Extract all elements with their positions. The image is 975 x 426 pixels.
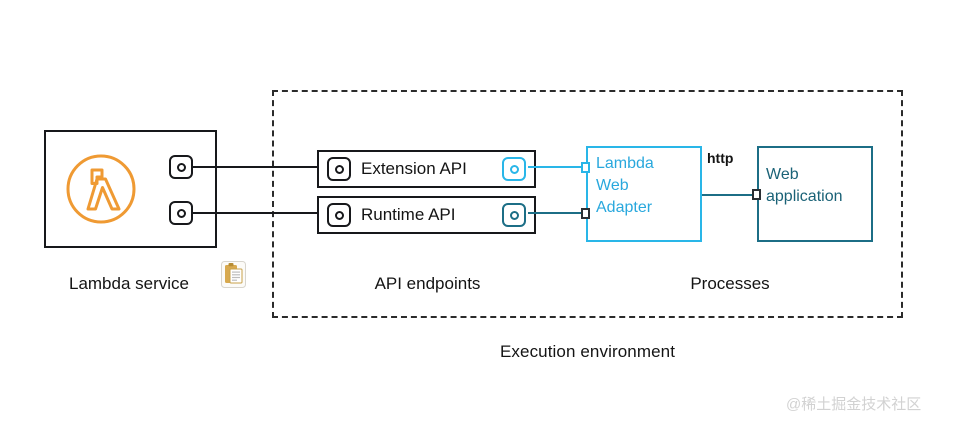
processes-group-label: Processes <box>690 274 770 293</box>
web-application-label-line2: application <box>766 188 843 205</box>
wire-lambda-service-to-extension-api <box>193 166 325 168</box>
lambda-service-box <box>44 130 217 248</box>
aws-lambda-logo-icon <box>66 154 136 224</box>
clipboard-icon[interactable] <box>221 261 246 288</box>
runtime-api-box: Runtime API <box>317 196 536 234</box>
adapter-port-extension <box>581 162 590 173</box>
extension-api-box: Extension API <box>317 150 536 188</box>
runtime-api-right-port-icon <box>502 203 526 227</box>
wire-adapter-to-web-application <box>702 194 754 196</box>
web-application-port <box>752 189 761 200</box>
execution-environment-boundary <box>272 90 903 318</box>
api-endpoints-group-label: API endpoints <box>374 274 481 293</box>
adapter-label-line2: Web <box>596 177 629 194</box>
lambda-web-adapter-label: Lambda Web Adapter <box>596 153 700 219</box>
extension-api-left-port-icon <box>327 157 351 181</box>
extension-api-label: Extension API <box>361 159 467 178</box>
wire-extension-api-to-adapter <box>528 166 585 168</box>
wire-lambda-service-to-runtime-api <box>193 212 325 214</box>
lambda-service-port-runtime <box>169 201 193 225</box>
web-application-label: Web application <box>766 164 876 208</box>
runtime-api-left-port-icon <box>327 203 351 227</box>
adapter-port-runtime <box>581 208 590 219</box>
watermark: @稀土掘金技术社区 <box>786 396 922 413</box>
adapter-label-line3: Adapter <box>596 199 653 216</box>
extension-api-right-port-icon <box>502 157 526 181</box>
execution-environment-label: Execution environment <box>499 342 676 361</box>
runtime-api-label: Runtime API <box>361 205 456 224</box>
lambda-web-adapter-box <box>586 146 702 242</box>
adapter-label-line1: Lambda <box>596 155 654 172</box>
wire-runtime-api-to-adapter <box>528 212 585 214</box>
http-connection-label: http <box>707 150 734 166</box>
lambda-service-label: Lambda service <box>68 274 189 293</box>
web-application-label-line1: Web <box>766 166 799 183</box>
lambda-service-port-extension <box>169 155 193 179</box>
